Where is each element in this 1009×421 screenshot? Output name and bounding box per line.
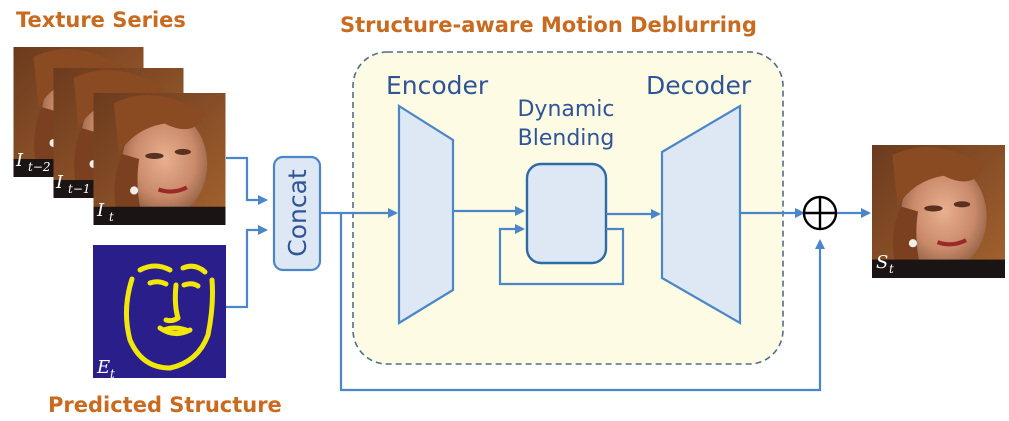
svg-text:E: E (96, 357, 110, 378)
decoder-label: Decoder (646, 71, 752, 100)
svg-text:I: I (55, 172, 64, 193)
decoder-block: Decoder (646, 71, 752, 325)
svg-text:I: I (96, 200, 105, 221)
encoder-block: Encoder (386, 71, 489, 325)
frame-t-minus-2: I t−2 (14, 47, 144, 177)
encoder-label: Encoder (386, 71, 489, 100)
svg-text:t−2: t−2 (28, 160, 51, 174)
svg-text:t: t (889, 262, 894, 276)
structure-aware-title: Structure-aware Motion Deblurring (340, 13, 757, 37)
svg-text:t: t (109, 210, 114, 224)
frame-t: I t (94, 93, 226, 225)
frame-t-minus-1: I t−1 (54, 68, 184, 198)
sum-node (802, 195, 838, 231)
concat-block: Concat (272, 155, 322, 272)
predicted-structure-title: Predicted Structure (48, 393, 282, 417)
dynamic-label-line1: Dynamic (517, 97, 614, 122)
svg-text:I: I (15, 150, 24, 171)
dynamic-blending-block: Dynamic Blending (517, 97, 615, 265)
dynamic-label-line2: Blending (518, 126, 615, 151)
structure-map: E t (93, 245, 226, 381)
output-frame: S t (872, 145, 1005, 278)
flow-arrows (320, 206, 871, 392)
input-connectors (226, 156, 268, 309)
svg-text:t−1: t−1 (68, 182, 91, 196)
svg-text:t: t (110, 367, 115, 381)
concat-label: Concat (283, 169, 312, 257)
svg-text:S: S (876, 252, 888, 273)
texture-series-title: Texture Series (16, 8, 186, 32)
